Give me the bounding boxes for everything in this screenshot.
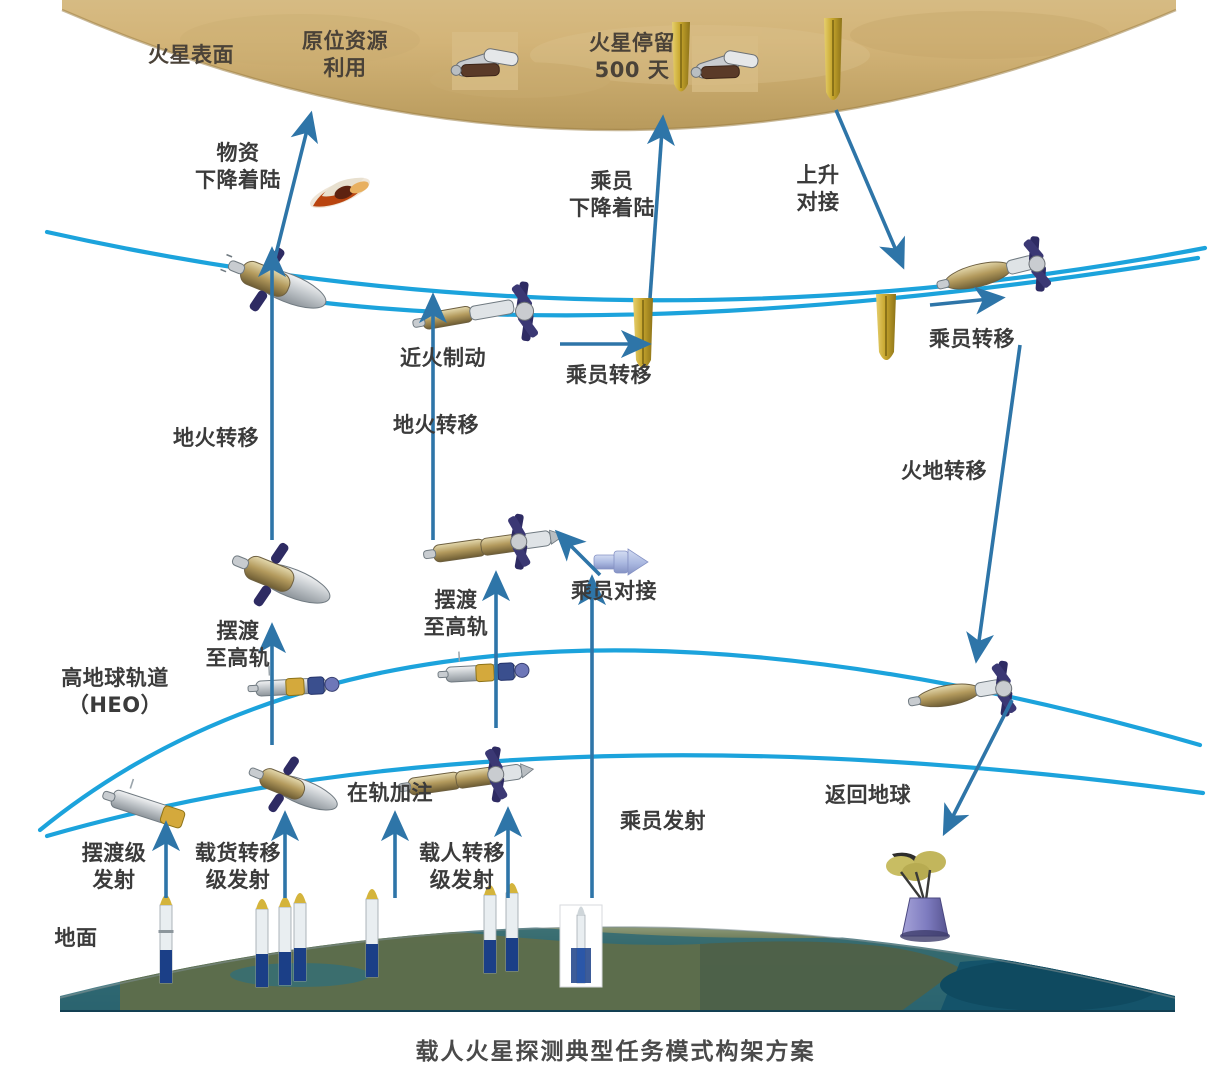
label-ground: 地面 <box>54 926 98 950</box>
label-ascent-docking: 上升 对接 <box>796 163 840 214</box>
arrow-ascent-docking <box>834 109 905 270</box>
mars-ascent-vehicle-orbit-2 <box>876 294 896 360</box>
crew-launch-vehicle <box>559 904 603 988</box>
arrow-earth-return <box>942 699 1014 837</box>
label-crew-launch: 乘员发射 <box>620 809 706 833</box>
crewed-transfer-stack-leo <box>398 746 535 803</box>
mars-base-module-2 <box>690 50 759 80</box>
launch-rocket-group-crewstage <box>365 883 519 978</box>
crewed-transfer-stack-heo <box>423 513 566 570</box>
arrow-cargo-descent <box>273 110 318 259</box>
mars-ascent-vehicle-surface-1 <box>672 22 690 92</box>
label-crew-docking: 乘员对接 <box>571 579 657 603</box>
arrow-mars-earth <box>966 344 1022 664</box>
label-earth-mars-2: 地火转移 <box>393 413 479 437</box>
mars-transfer-vehicle-upper <box>220 247 327 312</box>
label-heo: 高地球轨道 （HEO） <box>61 666 169 717</box>
label-ferry-heo-2: 摆渡 至高轨 <box>423 588 489 639</box>
cargo-transfer-stage-leo <box>248 756 338 813</box>
label-mars-capture: 近火制动 <box>400 346 486 370</box>
label-cargo-descent: 物资 下降着陆 <box>195 141 281 192</box>
arrow-crew-transfer-2 <box>929 286 1006 315</box>
label-mars-earth: 火地转移 <box>901 459 987 483</box>
earth-surface <box>59 926 1176 1012</box>
mars-orbit-station-right <box>936 236 1052 292</box>
arrow-crew-docking <box>554 529 602 577</box>
mars-low-orbit-curve <box>297 255 1201 318</box>
mars-base-module-1 <box>450 48 519 78</box>
flow-arrows <box>151 109 1022 898</box>
returning-vehicle-heo-right <box>907 660 1017 717</box>
launch-rocket-group-ferry <box>158 895 174 984</box>
crew-docking-capsule-icon <box>593 548 649 576</box>
cargo-descent-lander <box>310 177 370 209</box>
mars-ascent-vehicle-orbit-1 <box>633 298 653 368</box>
label-earth-mars-1: 地火转移 <box>173 426 259 450</box>
leo-orbit-curve <box>44 753 1206 839</box>
label-mars-stay: 火星停留 500 天 <box>589 31 675 82</box>
label-earth-return: 返回地球 <box>825 783 911 807</box>
mars-transfer-vehicle-heo <box>231 542 331 607</box>
label-mars-surface: 火星表面 <box>148 43 234 67</box>
label-isru: 原位资源 利用 <box>302 29 388 80</box>
label-crew-descent: 乘员 下降着陆 <box>569 169 655 220</box>
label-orbit-refuel: 在轨加注 <box>347 781 433 805</box>
ferry-stage-heo-middle <box>437 651 530 683</box>
label-cargo-launch: 载货转移 级发射 <box>195 841 281 892</box>
mars-ascent-vehicle-surface-2 <box>824 18 842 100</box>
label-ferry-heo-1: 摆渡 至高轨 <box>205 619 271 670</box>
mars-orbit-curve <box>44 229 1208 303</box>
mars-surface-band <box>61 0 1177 132</box>
label-ferry-launch: 摆渡级 发射 <box>81 841 147 892</box>
launch-rocket-group-cargo <box>255 893 307 988</box>
label-crew-stage-launch: 载人转移 级发射 <box>419 841 505 892</box>
label-crew-transfer-2: 乘员转移 <box>929 327 1015 351</box>
earth-return-capsule <box>886 851 950 942</box>
arrow-crew-descent <box>646 114 675 299</box>
figure-caption: 载人火星探测典型任务模式构架方案 <box>415 1039 816 1065</box>
label-crew-transfer-1: 乘员转移 <box>566 363 652 387</box>
